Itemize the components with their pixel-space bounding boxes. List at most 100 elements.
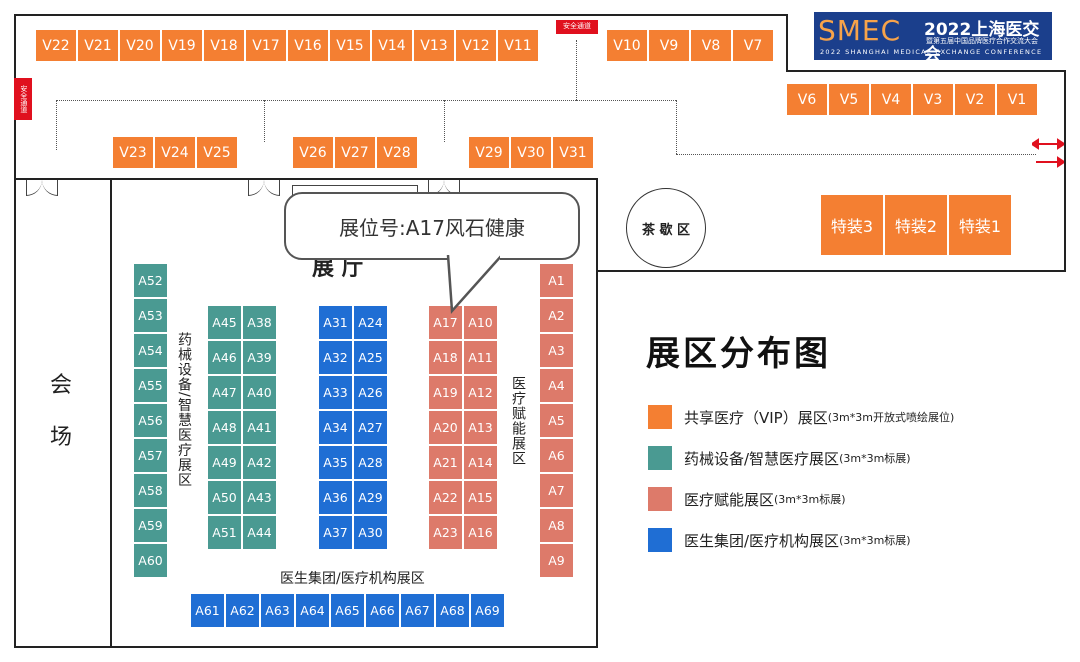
booth-a64[interactable]: A64: [295, 593, 330, 628]
booth-a68[interactable]: A68: [435, 593, 470, 628]
booth-a60[interactable]: A60: [133, 543, 168, 578]
booth-a33[interactable]: A33: [318, 375, 353, 410]
booth-a5[interactable]: A5: [539, 403, 574, 438]
booth-a56[interactable]: A56: [133, 403, 168, 438]
booth-a51[interactable]: A51: [207, 515, 242, 550]
booth-a28[interactable]: A28: [353, 445, 388, 480]
booth-v19[interactable]: V19: [161, 29, 203, 62]
booth-a6[interactable]: A6: [539, 438, 574, 473]
booth-a59[interactable]: A59: [133, 508, 168, 543]
booth-a10[interactable]: A10: [463, 305, 498, 340]
booth-a45[interactable]: A45: [207, 305, 242, 340]
booth-a31[interactable]: A31: [318, 305, 353, 340]
booth-a21[interactable]: A21: [428, 445, 463, 480]
booth-a67[interactable]: A67: [400, 593, 435, 628]
booth-a57[interactable]: A57: [133, 438, 168, 473]
booth-a37[interactable]: A37: [318, 515, 353, 550]
booth-a15[interactable]: A15: [463, 480, 498, 515]
booth-v15[interactable]: V15: [329, 29, 371, 62]
booth-v5[interactable]: V5: [828, 83, 870, 116]
booth-a50[interactable]: A50: [207, 480, 242, 515]
booth-v26[interactable]: V26: [292, 136, 334, 169]
booth-a3[interactable]: A3: [539, 333, 574, 368]
booth-v2[interactable]: V2: [954, 83, 996, 116]
booth-v10[interactable]: V10: [606, 29, 648, 62]
booth-v29[interactable]: V29: [468, 136, 510, 169]
booth-v22[interactable]: V22: [35, 29, 77, 62]
booth-v11[interactable]: V11: [497, 29, 539, 62]
booth-v3[interactable]: V3: [912, 83, 954, 116]
booth-a34[interactable]: A34: [318, 410, 353, 445]
booth-a29[interactable]: A29: [353, 480, 388, 515]
booth-a2[interactable]: A2: [539, 298, 574, 333]
booth-v16[interactable]: V16: [287, 29, 329, 62]
booth-a22[interactable]: A22: [428, 480, 463, 515]
booth-a46[interactable]: A46: [207, 340, 242, 375]
booth-a47[interactable]: A47: [207, 375, 242, 410]
booth-a65[interactable]: A65: [330, 593, 365, 628]
booth-a9[interactable]: A9: [539, 543, 574, 578]
booth-a62[interactable]: A62: [225, 593, 260, 628]
booth-a24[interactable]: A24: [353, 305, 388, 340]
booth-a44[interactable]: A44: [242, 515, 277, 550]
booth-特装3[interactable]: 特装3: [820, 194, 884, 256]
booth-v9[interactable]: V9: [648, 29, 690, 62]
booth-a1[interactable]: A1: [539, 263, 574, 298]
booth-a11[interactable]: A11: [463, 340, 498, 375]
booth-a17[interactable]: A17: [428, 305, 463, 340]
booth-a32[interactable]: A32: [318, 340, 353, 375]
booth-v17[interactable]: V17: [245, 29, 287, 62]
booth-a61[interactable]: A61: [190, 593, 225, 628]
booth-v25[interactable]: V25: [196, 136, 238, 169]
booth-a13[interactable]: A13: [463, 410, 498, 445]
booth-a66[interactable]: A66: [365, 593, 400, 628]
booth-a12[interactable]: A12: [463, 375, 498, 410]
booth-a43[interactable]: A43: [242, 480, 277, 515]
booth-v23[interactable]: V23: [112, 136, 154, 169]
booth-a55[interactable]: A55: [133, 368, 168, 403]
booth-a4[interactable]: A4: [539, 368, 574, 403]
booth-a27[interactable]: A27: [353, 410, 388, 445]
booth-v27[interactable]: V27: [334, 136, 376, 169]
booth-v4[interactable]: V4: [870, 83, 912, 116]
booth-特装2[interactable]: 特装2: [884, 194, 948, 256]
booth-a18[interactable]: A18: [428, 340, 463, 375]
booth-v12[interactable]: V12: [455, 29, 497, 62]
booth-a26[interactable]: A26: [353, 375, 388, 410]
booth-v18[interactable]: V18: [203, 29, 245, 62]
booth-a41[interactable]: A41: [242, 410, 277, 445]
booth-a69[interactable]: A69: [470, 593, 505, 628]
booth-a58[interactable]: A58: [133, 473, 168, 508]
booth-a36[interactable]: A36: [318, 480, 353, 515]
booth-特装1[interactable]: 特装1: [948, 194, 1012, 256]
booth-a8[interactable]: A8: [539, 508, 574, 543]
booth-a19[interactable]: A19: [428, 375, 463, 410]
booth-v30[interactable]: V30: [510, 136, 552, 169]
booth-v14[interactable]: V14: [371, 29, 413, 62]
booth-a53[interactable]: A53: [133, 298, 168, 333]
booth-a63[interactable]: A63: [260, 593, 295, 628]
booth-a35[interactable]: A35: [318, 445, 353, 480]
booth-v20[interactable]: V20: [119, 29, 161, 62]
booth-v28[interactable]: V28: [376, 136, 418, 169]
booth-a42[interactable]: A42: [242, 445, 277, 480]
booth-a40[interactable]: A40: [242, 375, 277, 410]
booth-a49[interactable]: A49: [207, 445, 242, 480]
booth-a30[interactable]: A30: [353, 515, 388, 550]
booth-a23[interactable]: A23: [428, 515, 463, 550]
booth-a20[interactable]: A20: [428, 410, 463, 445]
booth-v21[interactable]: V21: [77, 29, 119, 62]
booth-a25[interactable]: A25: [353, 340, 388, 375]
booth-v13[interactable]: V13: [413, 29, 455, 62]
booth-a52[interactable]: A52: [133, 263, 168, 298]
booth-a14[interactable]: A14: [463, 445, 498, 480]
booth-a16[interactable]: A16: [463, 515, 498, 550]
booth-v31[interactable]: V31: [552, 136, 594, 169]
booth-a7[interactable]: A7: [539, 473, 574, 508]
booth-a54[interactable]: A54: [133, 333, 168, 368]
booth-v1[interactable]: V1: [996, 83, 1038, 116]
booth-a38[interactable]: A38: [242, 305, 277, 340]
booth-v24[interactable]: V24: [154, 136, 196, 169]
booth-v6[interactable]: V6: [786, 83, 828, 116]
booth-v7[interactable]: V7: [732, 29, 774, 62]
